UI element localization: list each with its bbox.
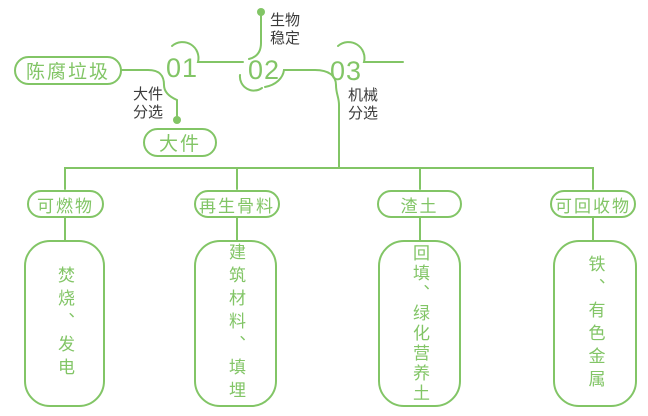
node-source-label: 陈腐垃圾 bbox=[25, 62, 110, 83]
node-bulky-items: 大件 bbox=[143, 128, 217, 157]
result-text: 铁、有色金属 bbox=[585, 254, 605, 393]
wire-bio-drop bbox=[248, 15, 262, 60]
stage2-label-line2: 稳定 bbox=[270, 30, 301, 47]
wire-distribution-rail bbox=[64, 167, 594, 190]
node-category-slag-soil: 渣土 bbox=[377, 190, 462, 218]
node-result-combustibles: 焚烧、发电 bbox=[24, 240, 105, 407]
node-source: 陈腐垃圾 bbox=[14, 56, 122, 85]
node-category-recyclables: 可回收物 bbox=[550, 190, 636, 218]
bio-stabilize-dot bbox=[257, 8, 265, 16]
node-category-combustibles: 可燃物 bbox=[27, 190, 104, 218]
wire-stage3-tail bbox=[337, 41, 404, 63]
category-label: 可回收物 bbox=[555, 196, 631, 216]
stage1-label-line2: 分选 bbox=[133, 104, 164, 121]
bulky-branch-dot bbox=[173, 116, 181, 124]
wire-stage1-to-stage2 bbox=[171, 41, 244, 63]
result-text: 焚烧、发电 bbox=[55, 266, 74, 381]
stage-number-01: 01 bbox=[165, 53, 199, 83]
stage3-label-line2: 分选 bbox=[348, 105, 379, 122]
node-category-recycled-aggregate: 再生骨料 bbox=[194, 190, 280, 218]
category-label: 再生骨料 bbox=[199, 196, 275, 216]
result-text: 建筑材料、填埋 bbox=[226, 243, 245, 404]
stage1-label-line1: 大件 bbox=[133, 86, 164, 103]
stage2-label-line1: 生物 bbox=[270, 12, 301, 29]
wire-stage2-smile-arc bbox=[238, 74, 263, 92]
stage2-label: 生物 稳定 bbox=[270, 12, 300, 48]
wire-source-to-stage1 bbox=[121, 69, 178, 117]
node-result-slag-soil: 回填、绿化营养土 bbox=[378, 240, 461, 407]
result-text: 回填、绿化营养土 bbox=[410, 243, 429, 404]
wire-stage2-to-stage3 bbox=[264, 69, 340, 169]
category-label: 可燃物 bbox=[37, 196, 94, 216]
wire-category-to-result bbox=[64, 217, 594, 241]
stage3-label: 机械 分选 bbox=[348, 87, 378, 123]
stage1-label: 大件 分选 bbox=[133, 86, 163, 122]
node-result-recycled-aggregate: 建筑材料、填埋 bbox=[194, 240, 277, 407]
node-result-recyclables: 铁、有色金属 bbox=[553, 240, 637, 407]
node-bulky-items-label: 大件 bbox=[158, 134, 201, 155]
stage-number-03: 03 bbox=[329, 56, 363, 86]
stage-number-02: 02 bbox=[247, 55, 281, 85]
stage3-label-line1: 机械 bbox=[348, 87, 379, 104]
category-label: 渣土 bbox=[400, 196, 439, 216]
